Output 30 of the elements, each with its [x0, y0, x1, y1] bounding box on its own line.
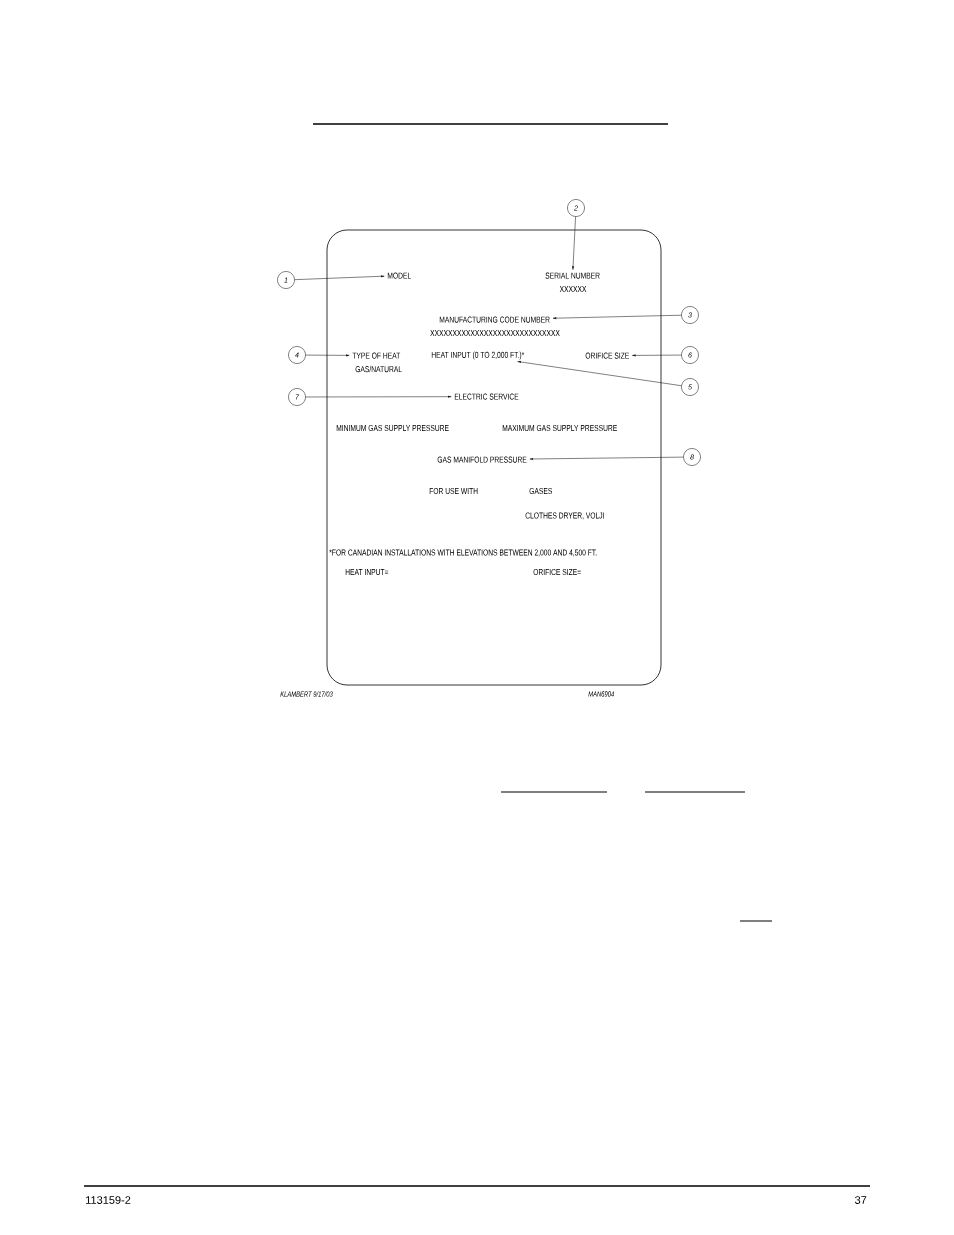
page-footer-text: 37: [855, 1196, 867, 1204]
plate-text: ORIFICE SIZE=: [533, 568, 581, 576]
leader-line: [572, 216, 576, 270]
leader-line: [305, 354, 350, 357]
plate-field-label: HEAT INPUT (0 TO 2,000 FT.)*: [431, 351, 525, 360]
page-footer-text: 113159-2: [86, 1196, 131, 1204]
plate-field-label: MODEL: [387, 272, 411, 279]
leader-line: [632, 354, 682, 357]
plate-field-label: ORIFICE SIZE: [585, 352, 629, 359]
plate-field-label: MANUFACTURING CODE NUMBER: [439, 316, 550, 323]
plate-text: *FOR CANADIAN INSTALLATIONS WITH ELEVATIONS BETWEEN 2,000 AND 4,500 FT.: [329, 549, 597, 557]
data-plate: [326, 229, 662, 686]
leader-line: [294, 275, 385, 280]
plate-text: MINIMUM GAS SUPPLY PRESSURE: [336, 424, 449, 432]
plate-field-label: SERIAL NUMBER: [545, 272, 600, 279]
leader-line: [552, 314, 682, 319]
leader-line: [517, 361, 682, 386]
plate-field-label: TYPE OF HEAT: [352, 352, 401, 359]
plate-field-label: GAS MANIFOLD PRESSURE: [437, 456, 527, 463]
plate-text: GASES: [529, 487, 552, 495]
plate-text: GAS/NATURAL: [355, 365, 402, 373]
leader-line: [529, 456, 684, 460]
plate-text: XXXXXXXXXXXXXXXXXXXXXXXXXXXXX: [430, 330, 560, 336]
plate-text: MAXIMUM GAS SUPPLY PRESSURE: [502, 424, 617, 432]
plate-text: XXXXXX: [559, 286, 587, 292]
plate-text: CLOTHES DRYER, VOLJI: [525, 512, 604, 520]
leader-line: [305, 395, 452, 398]
plate-field-label: ELECTRIC SERVICE: [454, 393, 519, 400]
plate-text: FOR USE WITH: [429, 487, 478, 495]
plate-text: HEAT INPUT=: [345, 569, 389, 575]
